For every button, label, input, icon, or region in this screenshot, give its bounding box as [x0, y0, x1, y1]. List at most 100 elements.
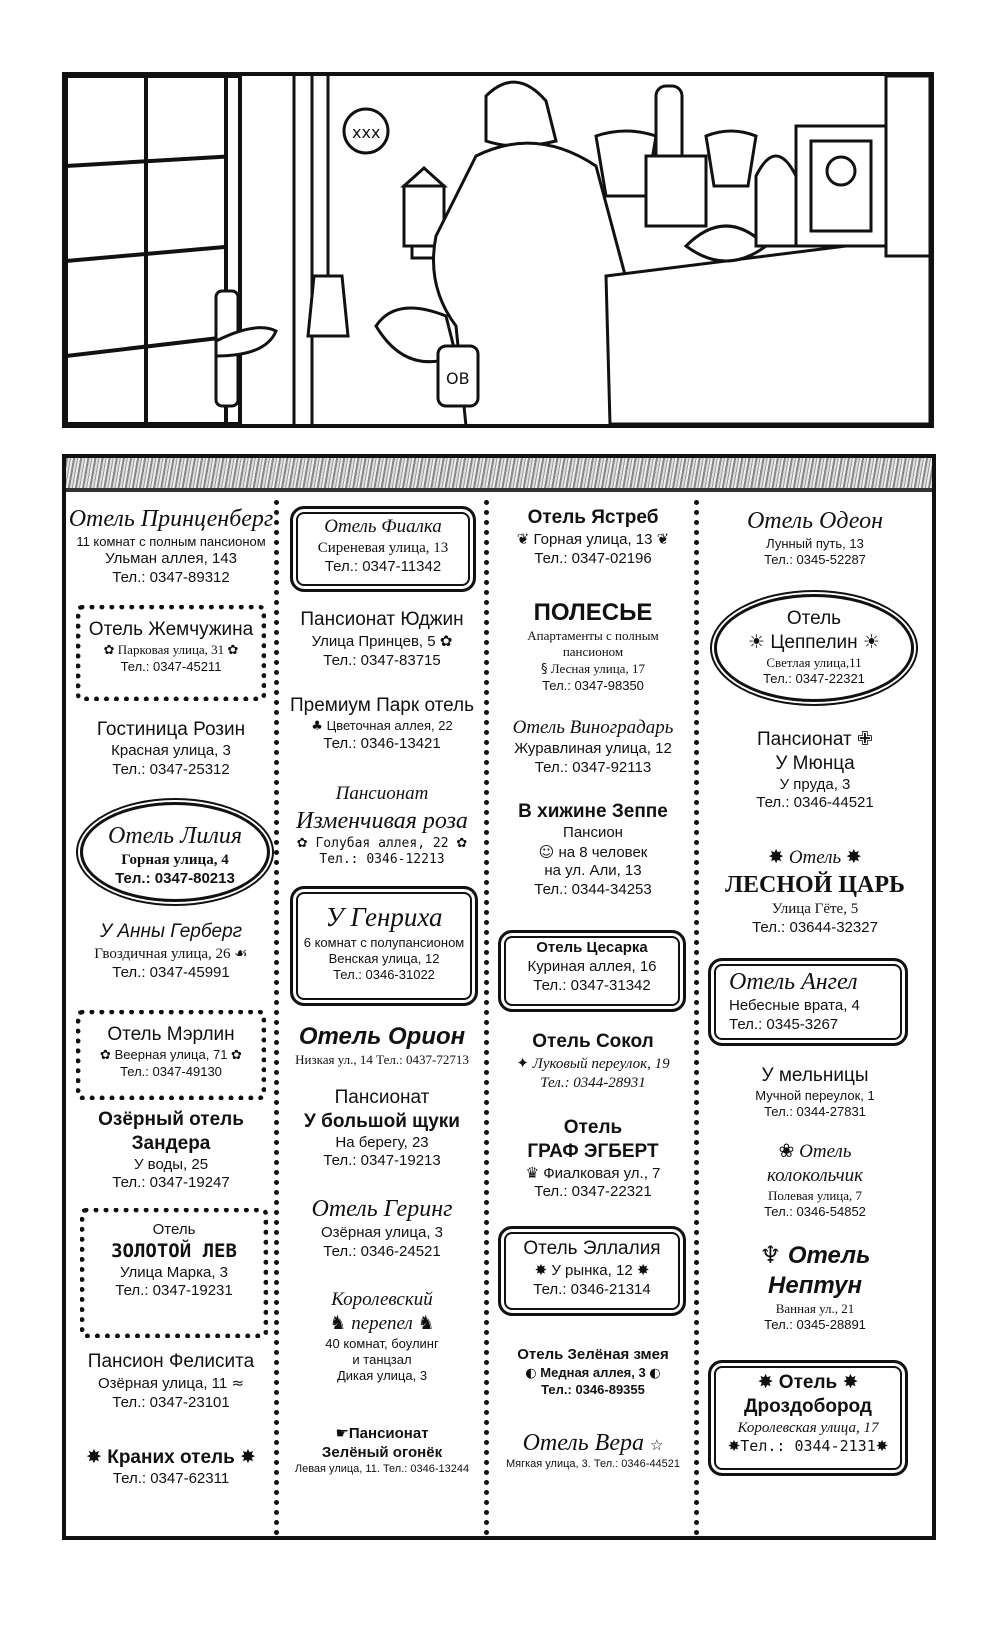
hotel-address: Веерная улица, 71 — [114, 1046, 228, 1062]
hotel-room-illustration: xxx OB — [66, 76, 930, 424]
hotel-address: На берегу, 23 — [335, 1133, 429, 1151]
hotel-listing: Отель Принценберг 11 комнат с полным пан… — [68, 504, 274, 588]
hotel-phone: Тел.: 0345-3267 — [729, 1015, 839, 1033]
hotel-listing: Отель Ангел Небесные врата, 4 Тел.: 0345… — [708, 958, 908, 1046]
hotel-name-prefix: Отель — [563, 1117, 623, 1138]
hotel-address: Красная улица, 3 — [111, 741, 231, 759]
hotel-phone: Тел.: 0345-52287 — [764, 552, 866, 568]
hotel-listing: ✸ Краних отель ✸ Тел.: 0347-62311 — [68, 1446, 274, 1489]
hotel-phone: Тел.: 0347-19231 — [115, 1282, 233, 1300]
hotel-description-line2: на 8 человек — [558, 843, 648, 861]
hotel-description: Пансион — [563, 823, 623, 841]
hotel-name: Изменчивая роза — [296, 807, 468, 834]
hotel-address-phone: Мягкая улица, 3. Тел.: 0346-44521 — [505, 1458, 681, 1470]
quail-icon: ♞ — [329, 1311, 347, 1334]
hotel-name: У Мюнца — [775, 752, 855, 774]
person-figure: OB — [374, 80, 648, 424]
hotel-listing: Отель Геринг Озёрная улица, 3 Тел.: 0346… — [282, 1194, 482, 1262]
hotel-name: Гостиница Розин — [96, 719, 246, 740]
column-divider — [274, 500, 279, 1536]
hotel-listing: Отель ЗОЛОТОЙ ЛЕВ Улица Марка, 3 Тел.: 0… — [80, 1208, 268, 1338]
hotel-phone: Тел.: 0347-83715 — [323, 651, 441, 669]
hotel-address: Луковый переулок, 19 — [532, 1055, 670, 1072]
hotel-name-prefix: Отель — [152, 1221, 196, 1238]
hotel-phone: Тел.: 0344-34253 — [534, 881, 652, 898]
hotel-name-prefix: Отель — [787, 1242, 871, 1269]
hotel-phone: Тел.: 0344-27831 — [764, 1104, 866, 1119]
hotel-listing: Пансионат Юджин Улица Принцев, 5 ✿ Тел.:… — [282, 608, 482, 670]
hotel-phone: Тел.: 0347-22321 — [763, 670, 865, 686]
hotel-address: Королевская улица, 17 — [737, 1419, 879, 1436]
hotel-address: Медная аллея, 3 — [540, 1364, 646, 1380]
hotel-listing: ✸ Отель ✸ Дроздобород Королевская улица,… — [708, 1360, 908, 1476]
hotel-name-prefix: Отель — [788, 847, 842, 868]
hotel-address: на ул. Али, 13 — [544, 862, 642, 880]
hotel-address: Горная улица, 13 — [533, 530, 653, 548]
hotel-phone: Тел.: 0346-13421 — [323, 735, 441, 752]
hotel-address: Журавлиная улица, 12 — [514, 739, 672, 757]
hotel-listing: Гостиница Розин Красная улица, 3 Тел.: 0… — [68, 718, 274, 779]
hotel-phone: Тел.: 0347-45211 — [120, 659, 222, 674]
hotel-phone: Тел.: 0346-21314 — [533, 1280, 651, 1298]
tree-icon: ♣ — [311, 718, 323, 734]
door-handle-icon — [214, 289, 278, 408]
hotel-phone: Тел.: 0347-19247 — [112, 1174, 230, 1192]
snail-icon: ☙ — [234, 943, 248, 962]
hotel-listing: Пансион Фелисита Озёрная улица, 11 ≈ Тел… — [68, 1350, 274, 1412]
hotel-phone: Тел.: 0344-28931 — [540, 1074, 646, 1091]
pointing-hand-icon: ☛ — [335, 1424, 349, 1442]
shelf-vases-icon — [594, 76, 930, 424]
star-icon: ✸ — [240, 1446, 256, 1468]
hotel-phone: Тел.: 0346-12213 — [319, 852, 445, 867]
column-divider — [484, 500, 489, 1536]
hotel-name-line2: Зандера — [131, 1132, 211, 1154]
quail-icon: ♞ — [417, 1311, 435, 1334]
sun-icon: ☀ — [862, 630, 880, 653]
hotel-name: Отель Ястреб — [527, 507, 659, 528]
hotel-address: Гвоздичная улица, 26 — [94, 945, 231, 962]
star-icon: ✸ — [727, 1437, 741, 1456]
hotel-address: Ульман аллея, 143 — [105, 550, 237, 568]
hotel-address: Лунный путь, 13 — [766, 536, 864, 551]
hotel-listing: Пансионат ✙ У Мюнца У пруда, 3 Тел.: 034… — [702, 728, 928, 813]
hotel-name: У мельницы — [761, 1065, 869, 1086]
hotel-phone: Тел.: 0347-98350 — [542, 677, 644, 693]
hotel-phone: Тел.: 0347-45991 — [112, 963, 230, 981]
face-icon: ☺ — [538, 842, 555, 861]
moon-icon: ◐ — [649, 1365, 661, 1381]
hotel-address: Ванная ул., 21 — [775, 1301, 855, 1316]
hotel-name: У Анны Герберг — [99, 921, 243, 942]
hotel-name: Отель Фиалка — [324, 516, 442, 537]
hotel-phone: Тел.: 0344-2131 — [740, 1437, 876, 1456]
svg-text:OB: OB — [446, 369, 470, 388]
star-icon: ✸ — [842, 1371, 859, 1393]
hotel-phone: Тел.: 0345-28891 — [764, 1317, 866, 1333]
hotel-name: Отель Одеон — [746, 508, 884, 534]
hotel-listing: Отель Орион Низкая ул., 14 Тел.: 0437-72… — [282, 1022, 482, 1068]
column-divider — [694, 500, 699, 1536]
hotel-phone: Тел.: 0347-49130 — [120, 1064, 222, 1079]
hotel-address: Небесные врата, 4 — [729, 997, 860, 1014]
diamond-icon: ✦ — [516, 1053, 529, 1072]
hotel-name: ЗОЛОТОЙ ЛЕВ — [111, 1239, 237, 1262]
hotel-listing: Отель Цесарка Куриная аллея, 16 Тел.: 03… — [498, 930, 686, 1012]
hotel-listing: Отель Жемчужина ✿ Парковая улица, 31 ✿ Т… — [76, 605, 266, 701]
hotel-address: Цветочная аллея, 22 — [326, 717, 453, 733]
hotel-phone: Тел.: 0347-22321 — [534, 1183, 652, 1201]
hotel-phone: Тел.: 0347-31342 — [533, 976, 651, 994]
hotel-address: Горная улица, 4 — [121, 852, 229, 868]
star-icon: ✸ — [86, 1446, 102, 1468]
hotel-listing: Отель Мэрлин ✿ Веерная улица, 71 ✿ Тел.:… — [76, 1010, 266, 1100]
sun-icon: ☀ — [748, 630, 766, 653]
hotel-name-prefix: Пансионат — [335, 783, 429, 804]
hotel-address: Фиалковая ул., 7 — [543, 1164, 661, 1182]
hotel-listing: ❀ Отель колокольчик Полевая улица, 7 Тел… — [702, 1140, 928, 1220]
hotel-listing: Отель Одеон Лунный путь, 13 Тел.: 0345-5… — [702, 506, 928, 569]
hotel-phone: Тел.: 0347-11342 — [324, 557, 442, 575]
hotel-description-line2: и танцзал — [352, 1351, 412, 1367]
bird-icon: ❦ — [516, 529, 530, 548]
lizard-icon: § — [541, 661, 548, 677]
board-header-hatching — [66, 458, 932, 492]
hotel-name-prefix: Отель — [786, 608, 842, 629]
hotel-address: Куриная аллея, 16 — [527, 957, 657, 975]
